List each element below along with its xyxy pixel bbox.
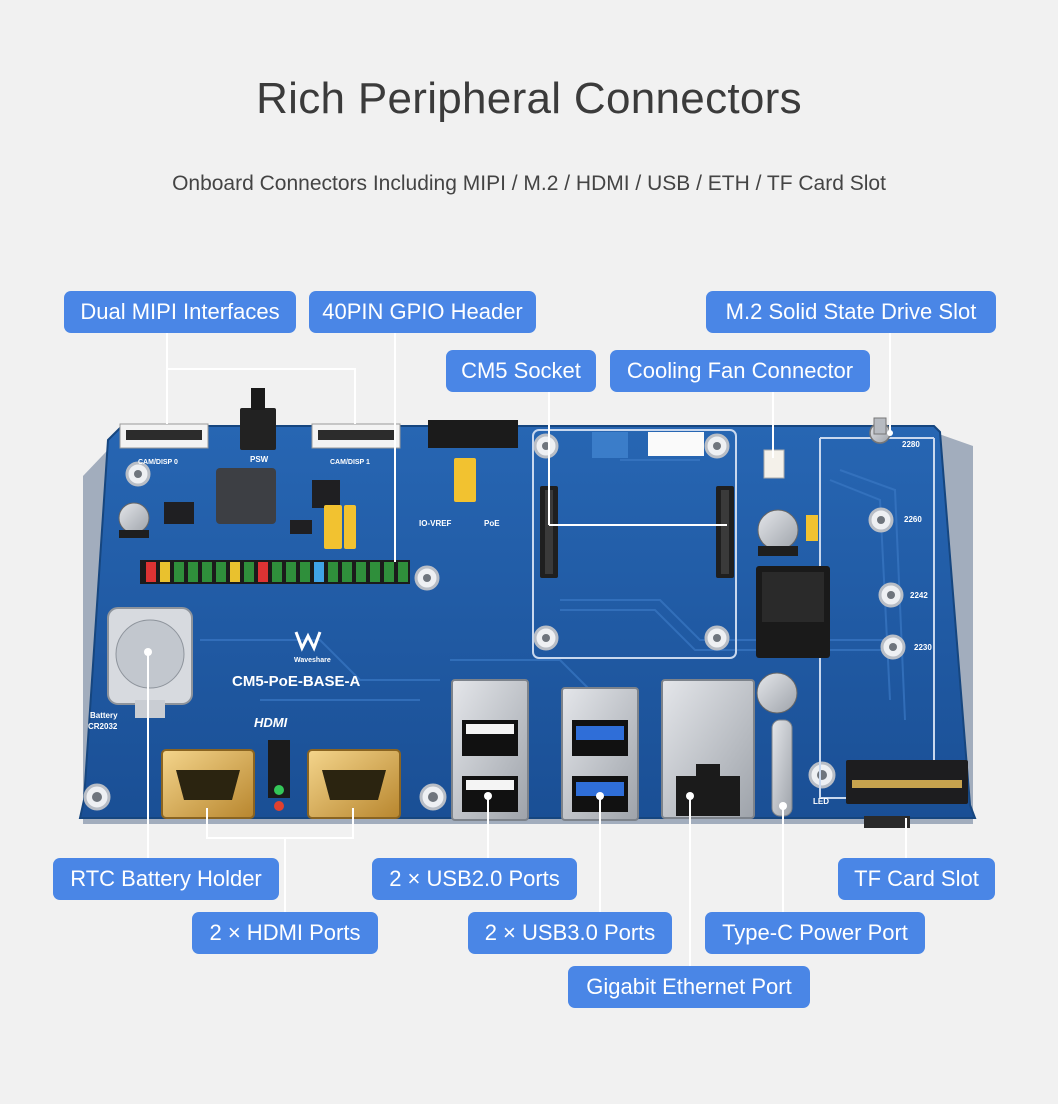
cm5-socket-area: [532, 429, 737, 659]
silk-psw: PSW: [250, 455, 269, 464]
gpio-header: [140, 560, 410, 584]
callout-usb2-ports: 2 × USB2.0 Ports: [372, 858, 577, 900]
silk-model: CM5-PoE-BASE-A: [232, 673, 361, 690]
mounting-holes: [83, 433, 906, 811]
capacitor-right: [757, 509, 799, 556]
callout-gpio-header: 40PIN GPIO Header: [309, 291, 536, 333]
silk-cam0: CAM/DISP 0: [138, 459, 178, 466]
poe-module: [756, 566, 830, 658]
rtc-battery-holder: [107, 607, 193, 718]
typec-port: [771, 719, 793, 817]
usb2-ports: [451, 679, 529, 821]
callout-typec-port: Type-C Power Port: [705, 912, 925, 954]
usb3-ports: [561, 687, 639, 821]
mipi-connector-1: [311, 423, 401, 449]
silk-led: LED: [813, 797, 829, 806]
cm5-socket-left: [540, 486, 558, 578]
mipi-connector-0: [119, 423, 209, 449]
callout-usb3-ports: 2 × USB3.0 Ports: [468, 912, 672, 954]
page-subtitle: Onboard Connectors Including MIPI / M.2 …: [172, 172, 886, 195]
silk-m2-2260: 2260: [904, 515, 922, 524]
waveshare-logo: [294, 631, 322, 652]
silk-battery: Battery: [90, 711, 118, 720]
silk-io-vref: IO-VREF: [419, 519, 452, 528]
ethernet-port: [661, 679, 755, 819]
silk-battery-model: CR2032: [88, 722, 118, 731]
led-indicators: [268, 740, 290, 811]
silk-m2-2280: 2280: [902, 440, 920, 449]
hdmi-port-0: [161, 749, 255, 819]
callout-hdmi-ports: 2 × HDMI Ports: [192, 912, 378, 954]
silk-brand: Waveshare: [294, 657, 331, 664]
silk-m2-2230: 2230: [914, 643, 932, 652]
page-title: Rich Peripheral Connectors: [256, 74, 802, 123]
callout-ethernet-port: Gigabit Ethernet Port: [568, 966, 810, 1008]
callout-cooling-fan: Cooling Fan Connector: [610, 350, 870, 392]
silk-cam1: CAM/DISP 1: [330, 459, 370, 466]
silk-hdmi-logo: HDMI: [254, 715, 288, 730]
capacitor-left: [118, 502, 150, 538]
power-switch: [240, 388, 276, 450]
callout-m2-slot: M.2 Solid State Drive Slot: [706, 291, 996, 333]
hdmi-port-1: [307, 749, 401, 819]
boot-header: [428, 420, 518, 448]
callout-cm5-socket: CM5 Socket: [446, 350, 596, 392]
callout-tf-slot: TF Card Slot: [838, 858, 995, 900]
m2-connector: [846, 760, 968, 804]
m2-standoff: [869, 417, 891, 444]
silk-poe: PoE: [484, 519, 500, 528]
cm5-socket-right: [716, 486, 734, 578]
silk-m2-2242: 2242: [910, 591, 928, 600]
callout-rtc-battery: RTC Battery Holder: [53, 858, 279, 900]
leader-lines: [147, 333, 907, 966]
tf-card-slot: [864, 816, 910, 828]
leader-dots: [144, 430, 893, 810]
callout-dual-mipi: Dual MIPI Interfaces: [64, 291, 296, 333]
typec-capacitor: [756, 672, 798, 714]
